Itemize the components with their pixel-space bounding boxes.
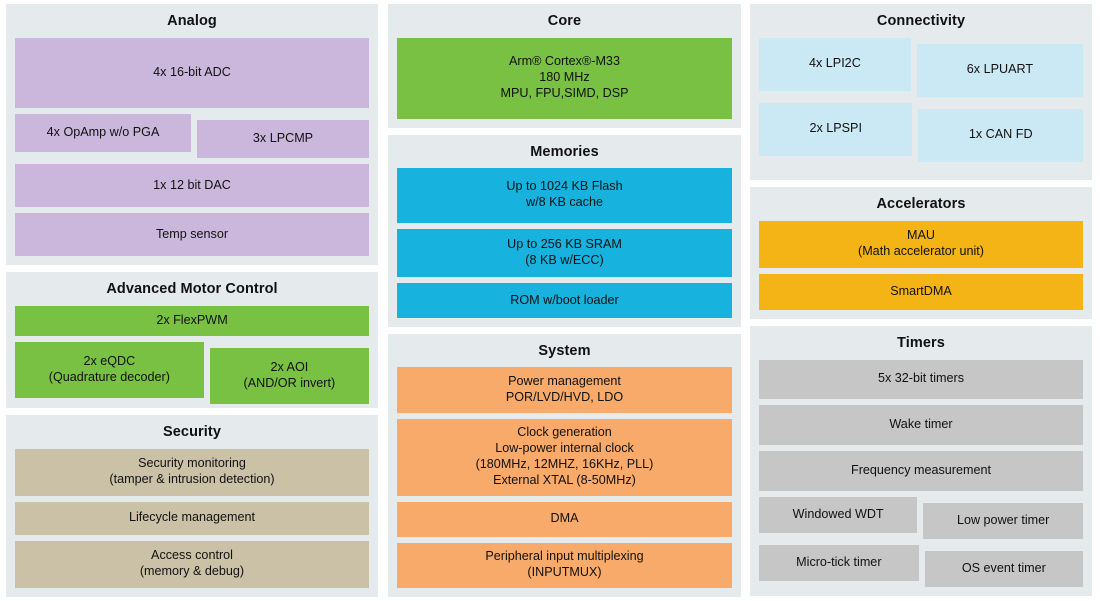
panel-memories: Memories Up to 1024 KB Flash w/8 KB cach…: [388, 134, 741, 327]
block-lpi2c[interactable]: 4x LPI2C: [759, 37, 911, 91]
row-timers-2: Micro-tick timer OS event timer: [759, 545, 1084, 587]
block-mau[interactable]: MAU (Math accelerator unit): [759, 220, 1083, 269]
panel-timers: Timers 5x 32-bit timers Wake timer Frequ…: [750, 326, 1092, 596]
block-temp-sensor[interactable]: Temp sensor: [15, 213, 369, 257]
block-32bit-timers[interactable]: 5x 32-bit timers: [759, 359, 1083, 400]
block-low-power-timer[interactable]: Low power timer: [923, 503, 1083, 539]
panel-advanced-motor-control: Advanced Motor Control 2x FlexPWM 2x eQD…: [6, 272, 378, 409]
panel-blocks-memories: Up to 1024 KB Flash w/8 KB cache Up to 2…: [397, 168, 732, 318]
block-dac[interactable]: 1x 12 bit DAC: [15, 164, 369, 208]
panel-blocks-analog: 4x 16-bit ADC 4x OpAmp w/o PGA 3x LPCMP …: [15, 37, 369, 257]
panel-title-connectivity: Connectivity: [876, 13, 966, 29]
panel-title-security: Security: [162, 424, 222, 441]
block-lpspi[interactable]: 2x LPSPI: [759, 102, 913, 156]
panel-security: Security Security monitoring (tamper & i…: [6, 415, 378, 597]
block-flexpwm[interactable]: 2x FlexPWM: [15, 305, 369, 336]
panel-title-timers: Timers: [897, 335, 945, 351]
row-motor-lower: 2x eQDC (Quadrature decoder) 2x AOI (AND…: [15, 341, 369, 404]
panel-blocks-system: Power management POR/LVD/HVD, LDO Clock …: [397, 367, 732, 588]
block-security-monitoring[interactable]: Security monitoring (tamper & intrusion …: [15, 448, 369, 496]
panel-title-core: Core: [547, 13, 582, 29]
panel-analog: Analog 4x 16-bit ADC 4x OpAmp w/o PGA 3x…: [6, 4, 378, 266]
block-can-fd[interactable]: 1x CAN FD: [918, 108, 1084, 162]
panel-blocks-accelerators: MAU (Math accelerator unit) SmartDMA: [759, 220, 1083, 310]
panel-title-memories: Memories: [530, 143, 599, 160]
panel-title-advanced-motor-control: Advanced Motor Control: [106, 281, 278, 298]
panel-blocks-connectivity: 4x LPI2C 6x LPUART 2x LPSPI 1x CAN FD: [759, 37, 1084, 171]
panel-system: System Power management POR/LVD/HVD, LDO…: [388, 333, 741, 597]
block-dma[interactable]: DMA: [397, 501, 732, 537]
block-aoi[interactable]: 2x AOI (AND/OR invert): [209, 347, 369, 404]
panel-blocks-advanced-motor-control: 2x FlexPWM 2x eQDC (Quadrature decoder) …: [15, 305, 369, 404]
panel-blocks-core: Arm® Cortex®-M33 180 MHz MPU, FPU,SIMD, …: [397, 37, 732, 119]
column-middle: Core Arm® Cortex®-M33 180 MHz MPU, FPU,S…: [386, 0, 748, 601]
block-sram[interactable]: Up to 256 KB SRAM (8 KB w/ECC): [397, 228, 732, 278]
block-flash[interactable]: Up to 1024 KB Flash w/8 KB cache: [397, 168, 732, 223]
block-power-management[interactable]: Power management POR/LVD/HVD, LDO: [397, 367, 732, 413]
block-eqdc[interactable]: 2x eQDC (Quadrature decoder): [15, 341, 204, 398]
panel-blocks-timers: 5x 32-bit timers Wake timer Frequency me…: [759, 359, 1084, 587]
panel-accelerators: Accelerators MAU (Math accelerator unit)…: [750, 187, 1092, 319]
panel-title-system: System: [538, 342, 591, 359]
panel-title-accelerators: Accelerators: [876, 196, 966, 212]
block-windowed-wdt[interactable]: Windowed WDT: [759, 497, 918, 533]
column-left: Analog 4x 16-bit ADC 4x OpAmp w/o PGA 3x…: [0, 0, 386, 601]
block-inputmux[interactable]: Peripheral input multiplexing (INPUTMUX): [397, 542, 732, 588]
block-access-control[interactable]: Access control (memory & debug): [15, 540, 369, 589]
block-os-event-timer[interactable]: OS event timer: [924, 551, 1084, 587]
panel-blocks-security: Security monitoring (tamper & intrusion …: [15, 448, 369, 589]
column-right: Connectivity 4x LPI2C 6x LPUART 2x LPSPI…: [748, 0, 1100, 601]
block-frequency-measurement[interactable]: Frequency measurement: [759, 451, 1083, 491]
block-opamp[interactable]: 4x OpAmp w/o PGA: [15, 114, 191, 153]
block-wake-timer[interactable]: Wake timer: [759, 405, 1083, 446]
block-lifecycle-management[interactable]: Lifecycle management: [15, 501, 369, 535]
row-connectivity-2: 2x LPSPI 1x CAN FD: [759, 102, 1084, 162]
block-arm-cortex-m33[interactable]: Arm® Cortex®-M33 180 MHz MPU, FPU,SIMD, …: [397, 37, 732, 119]
block-clock-generation[interactable]: Clock generation Low-power internal cloc…: [397, 418, 732, 496]
panel-title-analog: Analog: [167, 13, 217, 29]
row-connectivity-1: 4x LPI2C 6x LPUART: [759, 37, 1084, 97]
block-rom-boot-loader[interactable]: ROM w/boot loader: [397, 283, 732, 318]
row-timers-1: Windowed WDT Low power timer: [759, 497, 1083, 539]
panel-core: Core Arm® Cortex®-M33 180 MHz MPU, FPU,S…: [388, 4, 741, 128]
block-lpuart[interactable]: 6x LPUART: [916, 43, 1084, 97]
block-smartdma[interactable]: SmartDMA: [759, 274, 1083, 310]
panel-connectivity: Connectivity 4x LPI2C 6x LPUART 2x LPSPI…: [750, 4, 1092, 180]
row-analog-opamp: 4x OpAmp w/o PGA 3x LPCMP: [15, 114, 369, 159]
block-adc[interactable]: 4x 16-bit ADC: [15, 37, 369, 109]
block-micro-tick-timer[interactable]: Micro-tick timer: [759, 545, 919, 581]
block-lpcmp[interactable]: 3x LPCMP: [197, 120, 369, 159]
